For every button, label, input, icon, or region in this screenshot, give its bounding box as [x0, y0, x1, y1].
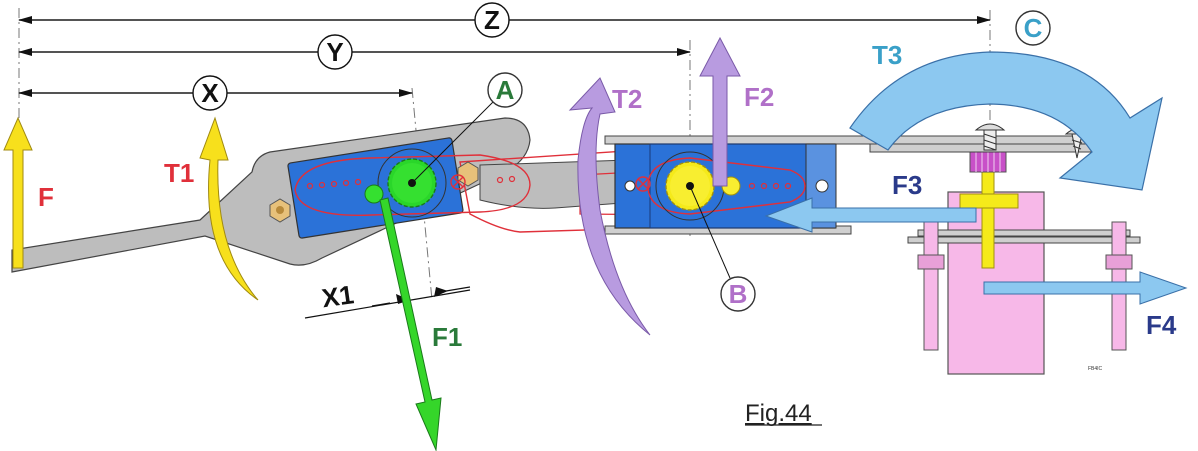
svg-text:B: B	[729, 279, 748, 309]
force-f4-arrow	[983, 271, 1188, 305]
force-f-label: F	[38, 182, 54, 212]
screw-centre	[974, 123, 1006, 151]
point-b-label: B	[720, 276, 756, 312]
dimension-z-label: Z	[474, 2, 510, 38]
dimension-x-label: X	[192, 75, 228, 111]
force-f4-label: F4	[1146, 310, 1177, 340]
figure-caption: Fig.44	[745, 400, 812, 427]
svg-text:C: C	[1024, 13, 1043, 43]
torque-t3-arrow	[849, 51, 1163, 191]
force-f3-arrow	[764, 197, 977, 233]
arm-nut	[269, 198, 291, 223]
svg-text:A: A	[496, 75, 515, 105]
force-f3-label: F3	[892, 170, 922, 200]
dimension-x1-label: X1	[320, 279, 356, 313]
point-c-label: C	[1015, 10, 1051, 46]
force-f2-label: F2	[744, 82, 774, 112]
svg-text:Z: Z	[484, 5, 500, 35]
coupling-screw	[450, 161, 479, 190]
force-f-arrow	[3, 116, 33, 269]
torque-t1-label: T1	[164, 158, 194, 188]
point-a-label: A	[487, 72, 523, 108]
dimension-y-label: Y	[317, 34, 353, 70]
servo-small-text: FB4IC	[1088, 366, 1103, 372]
svg-text:X: X	[201, 78, 219, 108]
first-arm	[11, 117, 531, 273]
force-f1-label: F1	[432, 322, 462, 352]
dimension-lines: Z Y X X1	[18, 2, 991, 370]
torque-t2-arrow	[568, 77, 651, 336]
force-f2-arrow	[699, 36, 741, 187]
force-f1-arrow	[379, 197, 442, 451]
svg-text:Y: Y	[326, 37, 343, 67]
torque-t3-label: T3	[872, 40, 902, 70]
torque-t1-arrow	[199, 116, 259, 301]
torque-t2-label: T2	[612, 84, 642, 114]
